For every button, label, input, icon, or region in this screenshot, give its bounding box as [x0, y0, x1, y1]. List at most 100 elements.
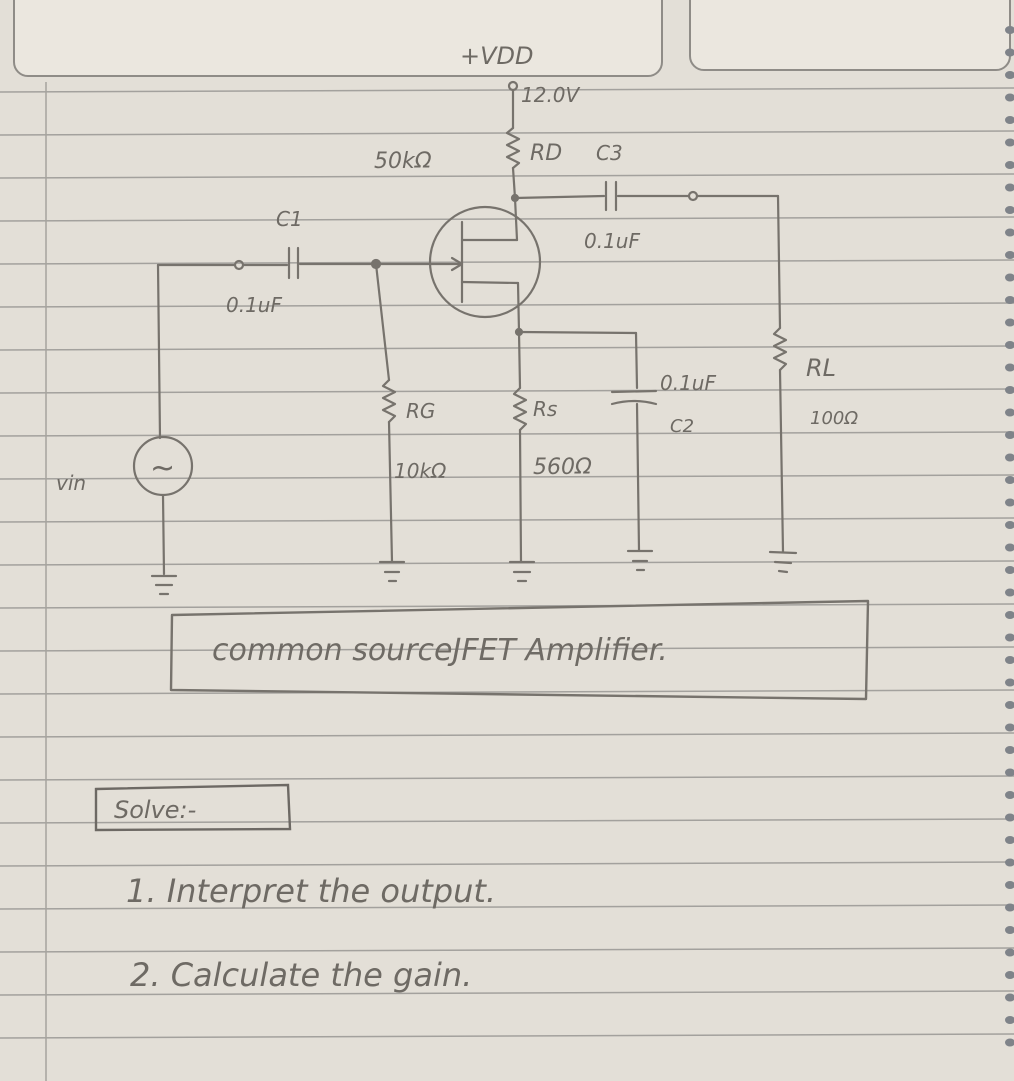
rl-label: RL [806, 354, 836, 382]
binding-dot [1005, 498, 1014, 507]
binding-dot [1005, 971, 1014, 979]
rule-line [0, 904, 1014, 910]
binding-dot [1005, 656, 1014, 664]
rule-line [0, 87, 1014, 93]
binding-dot [1005, 138, 1014, 147]
title-box-outline [169, 599, 870, 701]
binding-dot [1005, 903, 1014, 912]
rule-line [0, 603, 1014, 609]
binding-dot [1005, 858, 1014, 867]
binding-dot [1005, 183, 1014, 192]
c2-plate-a [610, 389, 658, 394]
binding-dot [1005, 926, 1014, 934]
binding-dot [1005, 453, 1014, 462]
c2-label: C2 [670, 416, 694, 437]
rule-line [0, 388, 1014, 394]
binding-dot [1005, 93, 1014, 102]
binding-dot [1005, 836, 1014, 844]
rule-line [0, 259, 1014, 265]
source-symbol: ~ [150, 451, 175, 486]
rule-line [0, 732, 1014, 738]
rd-label: RD [530, 141, 562, 166]
binding-dot [1005, 363, 1014, 372]
rule-line [0, 646, 1014, 652]
vdd-value: 12.0V [521, 83, 581, 107]
binding-dot [1005, 48, 1014, 57]
header-box-right [689, 0, 1011, 71]
rule-line [0, 818, 1014, 824]
binding-dot [1005, 431, 1014, 439]
binding-dots [1005, 26, 1014, 1047]
binding-dot [1005, 251, 1014, 259]
vin-label: vin [56, 471, 86, 495]
rl-resistor [772, 326, 788, 372]
binding-dot [1005, 1016, 1014, 1024]
binding-dot [1005, 611, 1014, 619]
binding-dot [1005, 161, 1014, 169]
binding-dot [1005, 768, 1014, 777]
binding-dot [1005, 881, 1014, 889]
jfet-body [428, 205, 542, 319]
rule-line [0, 431, 1014, 437]
circuit-wires [132, 80, 798, 596]
title-box: common sourceJFET Amplifier. [169, 599, 870, 701]
rule-line [0, 947, 1014, 953]
binding-dot [1005, 386, 1014, 394]
circuit-labels: +VDD 12.0V RD C3 50kΩ 0.1uF C1 0.1uF RG … [56, 42, 858, 495]
binding-dot [1005, 723, 1014, 732]
rule-line [0, 560, 1014, 566]
rg-value: 10kΩ [394, 459, 447, 483]
c3-label: C3 [596, 141, 623, 165]
question-1: 1. Interpret the output. [126, 872, 496, 910]
binding-dot [1005, 228, 1014, 237]
rule-line [0, 173, 1014, 179]
binding-dot [1005, 948, 1014, 957]
binding-dot [1005, 746, 1014, 754]
binding-dot [1005, 318, 1014, 327]
solve-heading: Solve:- [114, 796, 196, 824]
binding-dot [1005, 71, 1014, 79]
rs-value: 560Ω [533, 455, 592, 480]
binding-dot [1005, 341, 1014, 349]
rule-line [0, 775, 1014, 781]
questions: Solve:- 1. Interpret the output. 2. Calc… [94, 783, 496, 994]
rule-line [0, 345, 1014, 351]
rg-label: RG [406, 399, 435, 423]
binding-dot [1005, 476, 1014, 484]
rule-line [0, 1033, 1014, 1039]
header-box-left [13, 0, 663, 77]
rule-line [0, 302, 1014, 308]
c1-label: C1 [276, 207, 303, 231]
binding-dot [1005, 296, 1014, 304]
binding-dot [1005, 701, 1014, 709]
binding-dot [1005, 993, 1014, 1002]
binding-dot [1005, 116, 1014, 124]
rd-resistor [505, 126, 521, 170]
rule-line [0, 689, 1014, 695]
binding-dot [1005, 633, 1014, 642]
ruled-lines [0, 87, 1014, 1039]
rule-line [0, 517, 1014, 523]
solve-box [94, 783, 292, 832]
rule-line [0, 216, 1014, 222]
rule-line [0, 474, 1014, 480]
rs-resistor [512, 386, 528, 432]
c2-value: 0.1uF [660, 371, 716, 395]
rule-line [0, 861, 1014, 867]
rl-value: 100Ω [810, 408, 858, 429]
rule-line [0, 990, 1014, 996]
binding-dot [1005, 273, 1014, 282]
rg-resistor [381, 378, 397, 424]
binding-dot [1005, 566, 1014, 574]
binding-dot [1005, 206, 1014, 214]
question-2: 2. Calculate the gain. [130, 956, 472, 994]
binding-dot [1005, 1038, 1014, 1047]
c2-plate-b [610, 399, 658, 406]
binding-dot [1005, 791, 1014, 799]
binding-dot [1005, 588, 1014, 597]
gate-arrow [450, 256, 464, 272]
vdd-label: +VDD [460, 42, 534, 70]
binding-dot [1005, 543, 1014, 552]
